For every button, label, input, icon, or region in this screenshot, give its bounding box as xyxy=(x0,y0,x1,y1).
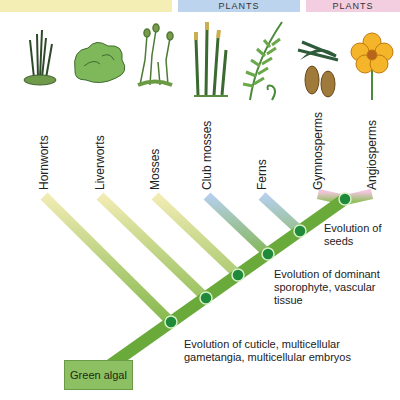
node-dot xyxy=(200,292,212,304)
fern-branch xyxy=(262,196,300,231)
node-dot xyxy=(165,316,177,328)
liverwort-branch xyxy=(100,196,206,298)
header-band xyxy=(306,0,400,12)
evolution-note: Evolution of dominant sporophyte, vascul… xyxy=(274,268,396,307)
group-header: PLANTS xyxy=(306,1,400,11)
clubmoss-branch xyxy=(207,196,268,254)
hornwort-figure xyxy=(24,30,56,85)
node-dots xyxy=(165,193,351,328)
node-dot xyxy=(262,248,274,260)
header-band xyxy=(178,0,300,12)
group-header: PLANTS xyxy=(178,1,300,11)
taxon-label: Hornworts xyxy=(38,135,51,190)
fern-figure xyxy=(243,22,282,100)
taxon-label: Ferns xyxy=(256,159,269,190)
evolution-note: Evolution of seeds xyxy=(324,222,396,248)
taxon-label: Liverworts xyxy=(94,135,107,190)
moss-figure xyxy=(138,24,173,85)
hornwort-branch xyxy=(44,196,171,322)
gymnosperm-figure xyxy=(298,42,338,97)
node-dot xyxy=(339,193,351,205)
node-dot xyxy=(294,225,306,237)
header-band xyxy=(0,0,172,12)
taxon-label: Angiosperms xyxy=(366,120,379,190)
angiosperm-figure xyxy=(351,33,393,100)
liverwort-figure xyxy=(75,42,125,82)
evolution-note: Evolution of cuticle, multicellular game… xyxy=(184,338,396,364)
ancestor-box: Green algal xyxy=(64,360,133,390)
club-moss-figure xyxy=(194,22,228,96)
node-dot xyxy=(232,269,244,281)
ancestor-text: Green algal xyxy=(70,369,127,381)
taxon-label: Gymnosperms xyxy=(312,112,325,190)
taxon-label: Club mosses xyxy=(201,121,214,190)
taxon-label: Mosses xyxy=(149,149,162,190)
